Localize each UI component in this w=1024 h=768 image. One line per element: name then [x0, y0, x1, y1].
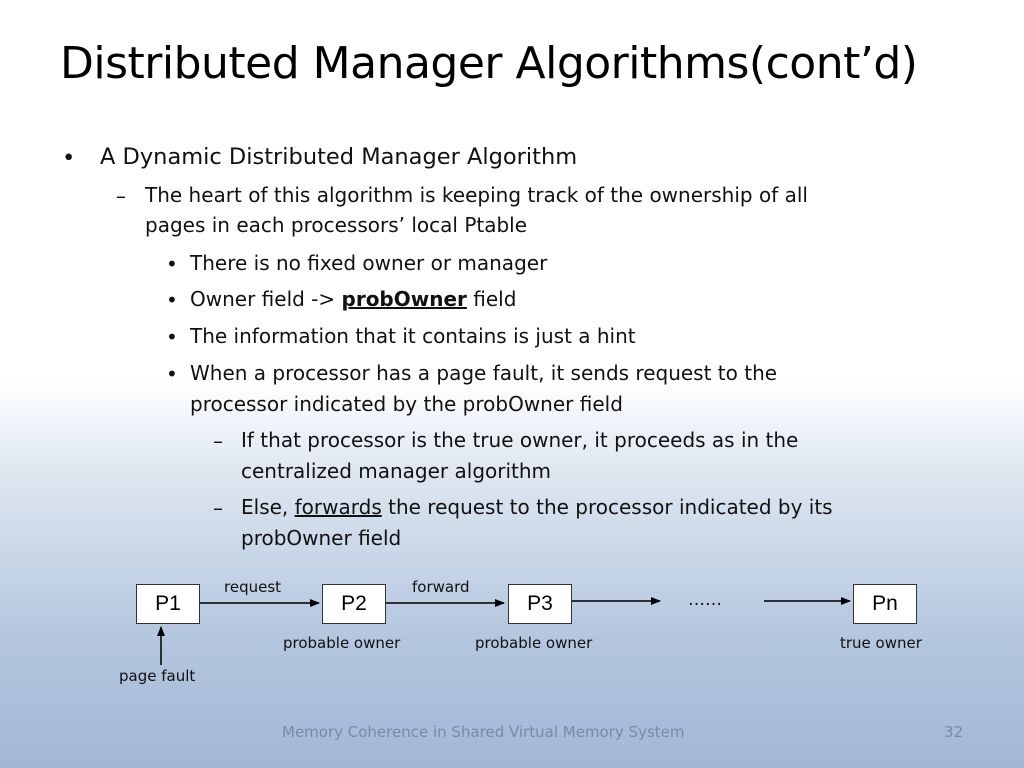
bullet-marker: •: [166, 325, 178, 349]
node-p1: P1: [136, 584, 200, 624]
forwards-prefix: Else,: [241, 495, 295, 519]
ellipsis: ……: [688, 590, 722, 610]
bullet-heart-line2: pages in each processors’ local Ptable: [145, 213, 528, 237]
bullet-page-fault-line1: When a processor has a page fault, it se…: [190, 361, 778, 385]
bullet-forwards-line2: probOwner field: [241, 526, 402, 550]
bullet-marker: •: [166, 252, 178, 276]
forwards-emphasis: forwards: [294, 495, 382, 519]
forwards-suffix: the request to the processor indicated b…: [381, 495, 833, 519]
slide-number: 32: [944, 723, 964, 741]
bullet-true-owner-line2: centralized manager algorithm: [241, 459, 552, 483]
owner-field-suffix: field: [466, 287, 517, 311]
dash-marker: –: [213, 496, 223, 520]
bullet-marker: •: [166, 288, 178, 312]
p2-role-label: probable owner: [283, 634, 401, 652]
dash-marker: –: [116, 184, 126, 208]
slide-title: Distributed Manager Algorithms(cont’d): [60, 38, 918, 89]
bullet-forwards-line1: Else, forwards the request to the proces…: [241, 495, 833, 519]
bullet-just-hint: The information that it contains is just…: [190, 324, 636, 348]
dash-marker: –: [213, 429, 223, 453]
request-label: request: [224, 578, 282, 596]
bullet-marker: •: [62, 145, 76, 171]
pn-role-label: true owner: [840, 634, 922, 652]
bullet-no-fixed-owner: There is no fixed owner or manager: [190, 251, 548, 275]
bullet-heart-line1: The heart of this algorithm is keeping t…: [145, 183, 808, 207]
footer-title: Memory Coherence in Shared Virtual Memor…: [282, 723, 685, 741]
owner-field-text: Owner field ->: [190, 287, 342, 311]
bullet-marker: •: [166, 362, 178, 386]
node-pn: Pn: [853, 584, 917, 624]
bullet-owner-field: Owner field -> probOwner field: [190, 287, 516, 311]
forward-label: forward: [412, 578, 470, 596]
bullet-page-fault-line2: processor indicated by the probOwner fie…: [190, 392, 623, 416]
node-p2: P2: [322, 584, 386, 624]
page-fault-label: page fault: [119, 667, 196, 685]
node-p3: P3: [508, 584, 572, 624]
bullet-dynamic-algorithm: A Dynamic Distributed Manager Algorithm: [100, 144, 578, 170]
bullet-true-owner-line1: If that processor is the true owner, it …: [241, 428, 799, 452]
probowner-emphasis: probOwner: [341, 287, 467, 311]
p3-role-label: probable owner: [475, 634, 593, 652]
